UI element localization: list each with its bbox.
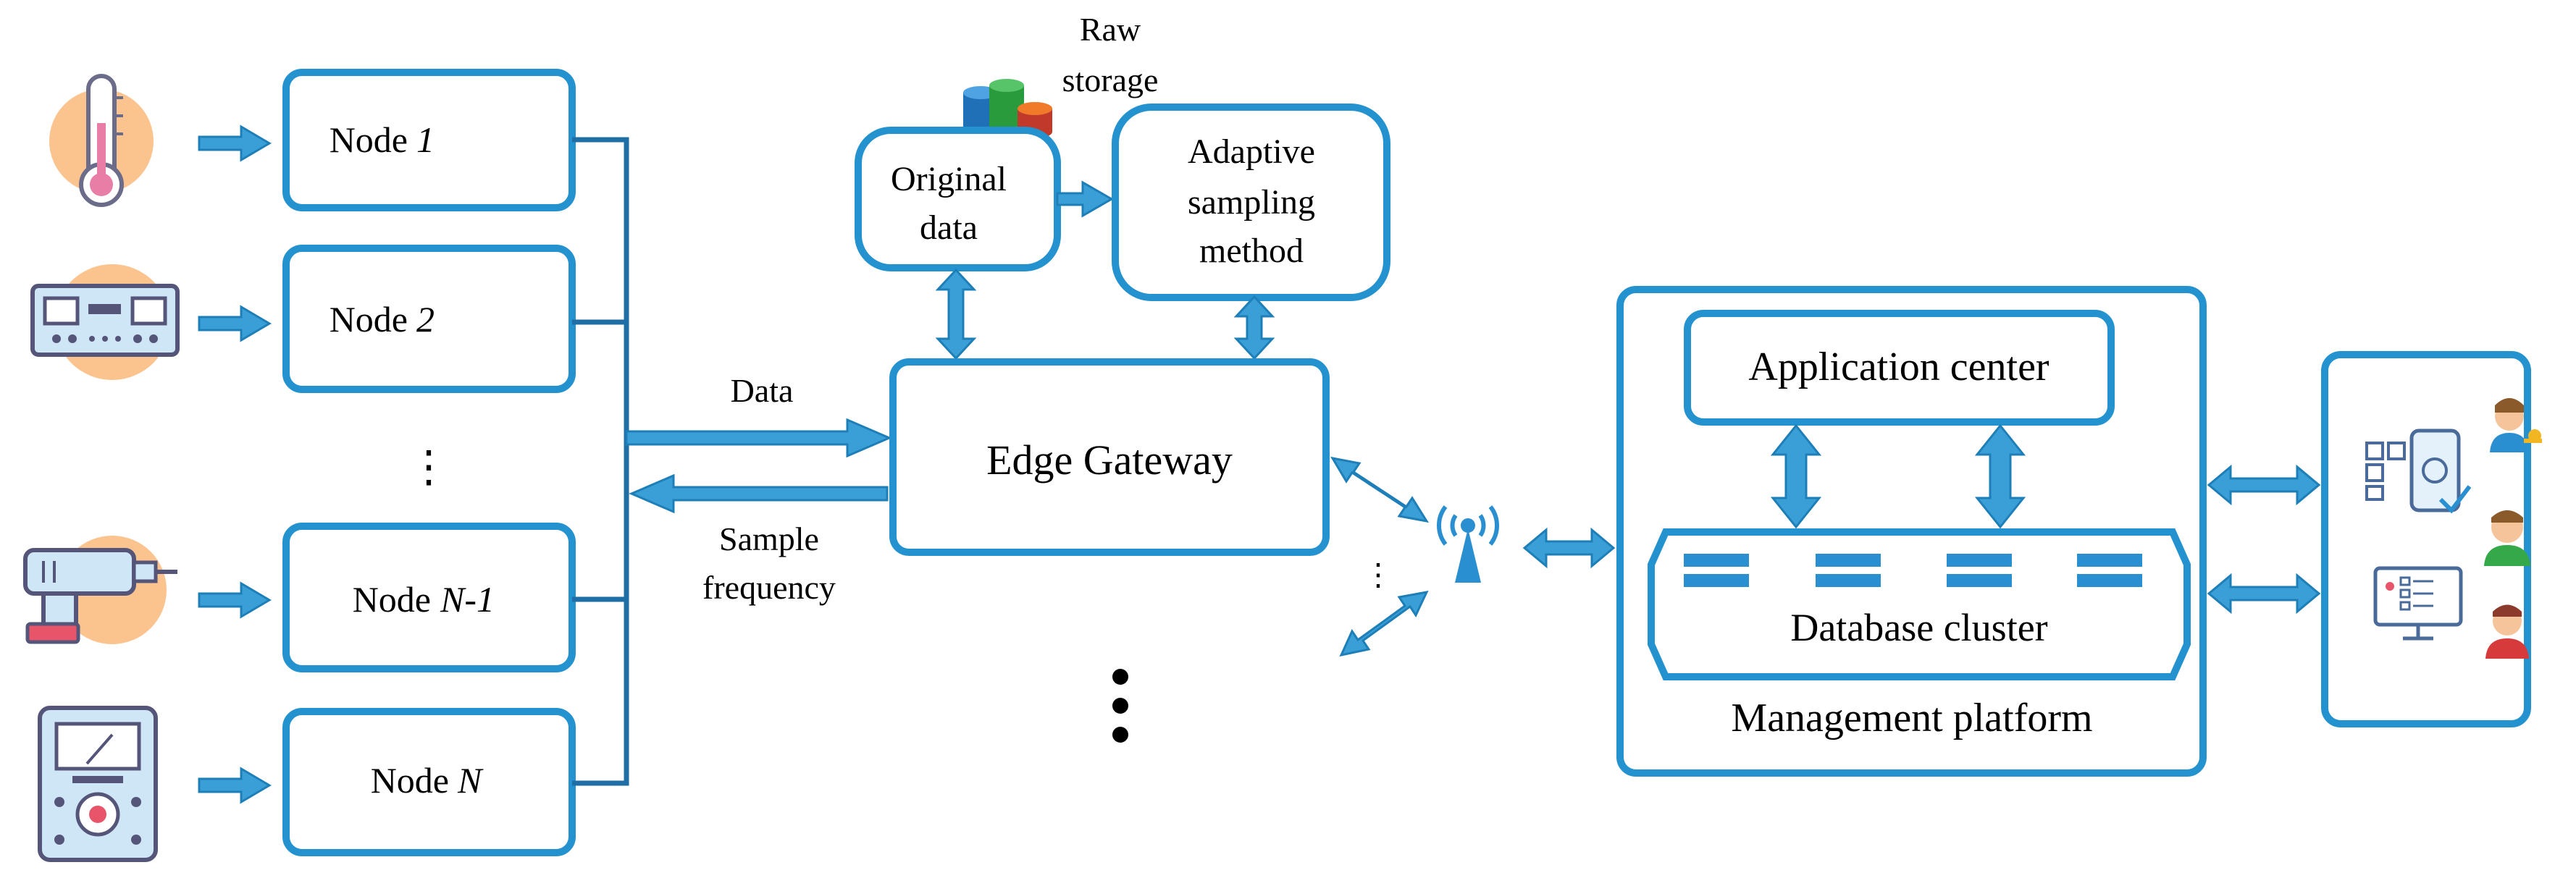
node-ellipsis: ⋮ xyxy=(407,443,450,491)
tower-management-arrow xyxy=(1522,527,1616,569)
node-box-2: Node 2 xyxy=(282,245,576,393)
tower-lower-arrow xyxy=(1339,590,1429,657)
drill-icon xyxy=(23,536,177,644)
svg-text:Database cluster: Database cluster xyxy=(1790,606,2047,649)
original-gateway-arrow xyxy=(935,268,977,360)
node-box-1: Node 1 xyxy=(282,69,576,211)
svg-text:N: N xyxy=(457,760,484,801)
node-bus-lines xyxy=(572,137,629,786)
wifi-tower-icon xyxy=(1437,505,1499,583)
sensor-arrows xyxy=(198,124,272,804)
management-users-arrow-bottom xyxy=(2207,573,2321,615)
svg-text:N-1: N-1 xyxy=(440,579,495,620)
svg-text:Adaptive: Adaptive xyxy=(1188,132,1315,171)
svg-text:Edge Gateway: Edge Gateway xyxy=(986,436,1233,484)
user-key-icon xyxy=(2490,398,2542,452)
node-box-n-1: Node N-1 xyxy=(282,523,576,672)
users-panel-box xyxy=(2321,351,2531,727)
svg-text:Original: Original xyxy=(891,160,1007,198)
monitor-dashboard-icon xyxy=(2373,566,2463,641)
original-to-adaptive-arrow xyxy=(1056,180,1115,218)
svg-text:Node: Node xyxy=(353,579,431,620)
application-center-box: Application center xyxy=(1684,310,2115,426)
original-data-box: Original data xyxy=(855,127,1061,271)
svg-text:data: data xyxy=(920,208,978,247)
tower-ellipsis: ⋮ xyxy=(1363,559,1393,592)
control-panel-icon xyxy=(30,264,180,380)
thermometer-icon xyxy=(49,74,154,207)
database-cluster-box: Database cluster xyxy=(1648,528,2191,680)
raw-storage-label: Raw xyxy=(1080,11,1141,48)
user-icon xyxy=(2484,510,2530,566)
edge-gateway-box: Edge Gateway xyxy=(889,358,1330,556)
adaptive-gateway-arrow xyxy=(1233,295,1275,360)
gateway-ellipsis xyxy=(1112,669,1128,743)
multimeter-icon xyxy=(38,706,158,862)
gateway-tower-arrow xyxy=(1330,456,1430,523)
sample-frequency-label-2: frequency xyxy=(702,569,836,606)
svg-text:Node: Node xyxy=(371,760,449,801)
raw-storage-label-2: storage xyxy=(1062,62,1159,98)
svg-text:Management platform: Management platform xyxy=(1731,696,2092,740)
database-node-icons xyxy=(1684,554,2142,587)
svg-text:Node: Node xyxy=(330,119,408,160)
svg-text:2: 2 xyxy=(416,299,435,339)
node-box-n: Node N xyxy=(282,708,576,856)
svg-text:Application center: Application center xyxy=(1748,345,2050,389)
sample-frequency-label: Sample xyxy=(719,520,819,557)
app-db-arrow-right xyxy=(1974,423,2026,529)
user-red-icon xyxy=(2485,604,2529,659)
management-users-arrow-top xyxy=(2207,464,2321,506)
adaptive-sampling-box: Adaptive sampling method xyxy=(1112,104,1390,301)
data-label: Data xyxy=(731,372,794,409)
sample-frequency-arrow xyxy=(629,473,889,514)
svg-text:sampling: sampling xyxy=(1188,183,1315,221)
phone-app-icon xyxy=(2365,429,2472,514)
app-db-arrow-left xyxy=(1770,423,1822,529)
svg-text:Node: Node xyxy=(330,299,408,339)
svg-text:1: 1 xyxy=(416,119,435,160)
svg-text:method: method xyxy=(1199,232,1304,270)
data-arrow xyxy=(625,418,892,458)
